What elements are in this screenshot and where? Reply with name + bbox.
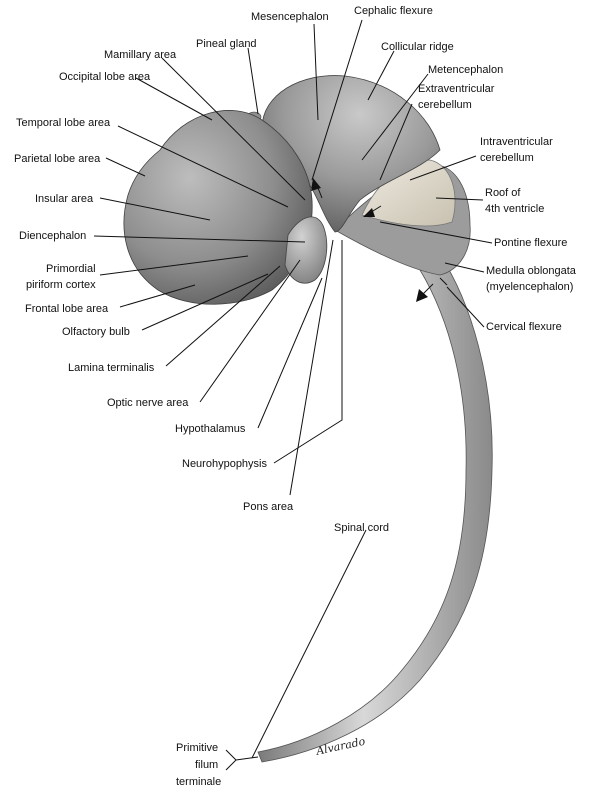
label-cervical-flexure: Cervical flexure xyxy=(486,321,562,333)
cervical-flexure-arrow-icon xyxy=(416,283,434,302)
label-pons-area: Pons area xyxy=(243,501,294,513)
label-lamina-terminalis: Lamina terminalis xyxy=(68,362,155,374)
label-parietal-lobe-area: Parietal lobe area xyxy=(14,153,101,165)
label-primordial-piriform-cortex-2: piriform cortex xyxy=(26,279,96,291)
pontine-flexure-arrow-icon xyxy=(363,205,382,217)
leader-lines xyxy=(93,19,493,771)
label-frontal-lobe-area: Frontal lobe area xyxy=(25,303,109,315)
label-intraventricular-cerebellum-1: Intraventricular xyxy=(480,136,553,148)
spinal-cord-shape xyxy=(257,254,493,763)
label-primitive-filum-terminale-1: Primitive xyxy=(176,742,218,754)
label-pineal-gland: Pineal gland xyxy=(196,38,257,50)
label-extraventricular-cerebellum-2: cerebellum xyxy=(418,99,472,111)
label-insular-area: Insular area xyxy=(35,193,94,205)
label-mesencephalon: Mesencephalon xyxy=(251,11,329,23)
label-extraventricular-cerebellum-1: Extraventricular xyxy=(418,83,495,95)
label-diencephalon: Diencephalon xyxy=(19,230,86,242)
label-neurohypophysis: Neurohypophysis xyxy=(182,458,267,470)
cerebral-hemisphere-shape xyxy=(123,110,313,305)
label-roof-4th-ventricle-1: Roof of xyxy=(485,187,521,199)
label-metencephalon: Metencephalon xyxy=(428,64,503,76)
label-intraventricular-cerebellum-2: cerebellum xyxy=(480,152,534,164)
label-collicular-ridge: Collicular ridge xyxy=(381,41,454,53)
label-occipital-lobe-area: Occipital lobe area xyxy=(59,71,151,83)
label-primordial-piriform-cortex-1: Primordial xyxy=(46,263,96,275)
label-cephalic-flexure: Cephalic flexure xyxy=(354,5,433,17)
label-temporal-lobe-area: Temporal lobe area xyxy=(16,117,111,129)
label-medulla-oblongata-2: (myelencephalon) xyxy=(486,281,573,293)
label-primitive-filum-terminale-3: terminale xyxy=(176,776,221,788)
label-medulla-oblongata-1: Medulla oblongata xyxy=(486,265,577,277)
label-optic-nerve-area: Optic nerve area xyxy=(107,397,189,409)
label-hypothalamus: Hypothalamus xyxy=(175,423,246,435)
cephalic-flexure-arrow-icon xyxy=(311,178,323,199)
label-olfactory-bulb: Olfactory bulb xyxy=(62,326,130,338)
label-pontine-flexure: Pontine flexure xyxy=(494,237,567,249)
label-spinal-cord: Spinal cord xyxy=(334,522,389,534)
label-primitive-filum-terminale-2: filum xyxy=(195,759,218,771)
label-roof-4th-ventricle-2: 4th ventricle xyxy=(485,203,544,215)
label-mamillary-area: Mamillary area xyxy=(104,49,177,61)
